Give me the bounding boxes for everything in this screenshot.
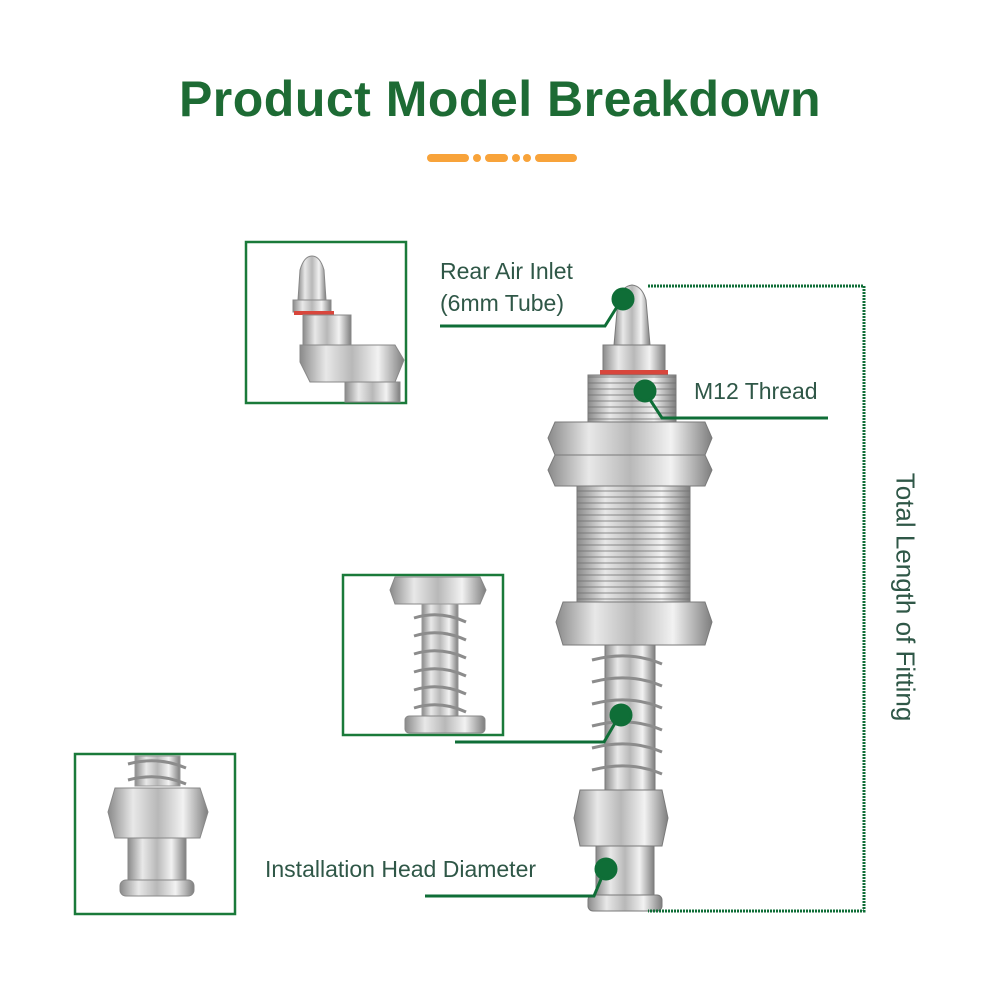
callout-spring-leader bbox=[455, 703, 633, 744]
label-rear-air-inlet-size: (6mm Tube) bbox=[440, 290, 564, 316]
page-title: Product Model Breakdown bbox=[178, 71, 822, 127]
inset-rear-inlet-detail bbox=[244, 240, 408, 405]
callout-head-leader bbox=[425, 857, 618, 898]
inset-spring-detail bbox=[341, 573, 505, 737]
label-installation-head-diameter: Installation Head Diameter bbox=[265, 856, 537, 882]
callout-rear-inlet-leader bbox=[440, 287, 635, 328]
inset-head-detail bbox=[73, 752, 237, 916]
title-divider bbox=[427, 154, 577, 162]
label-total-length: Total Length of Fitting bbox=[890, 472, 921, 722]
total-length-bracket bbox=[648, 284, 866, 913]
callout-thread-leader bbox=[633, 379, 828, 420]
fitting-image bbox=[547, 284, 713, 912]
label-rear-air-inlet: Rear Air Inlet bbox=[440, 258, 573, 284]
label-m12-thread: M12 Thread bbox=[694, 378, 818, 404]
